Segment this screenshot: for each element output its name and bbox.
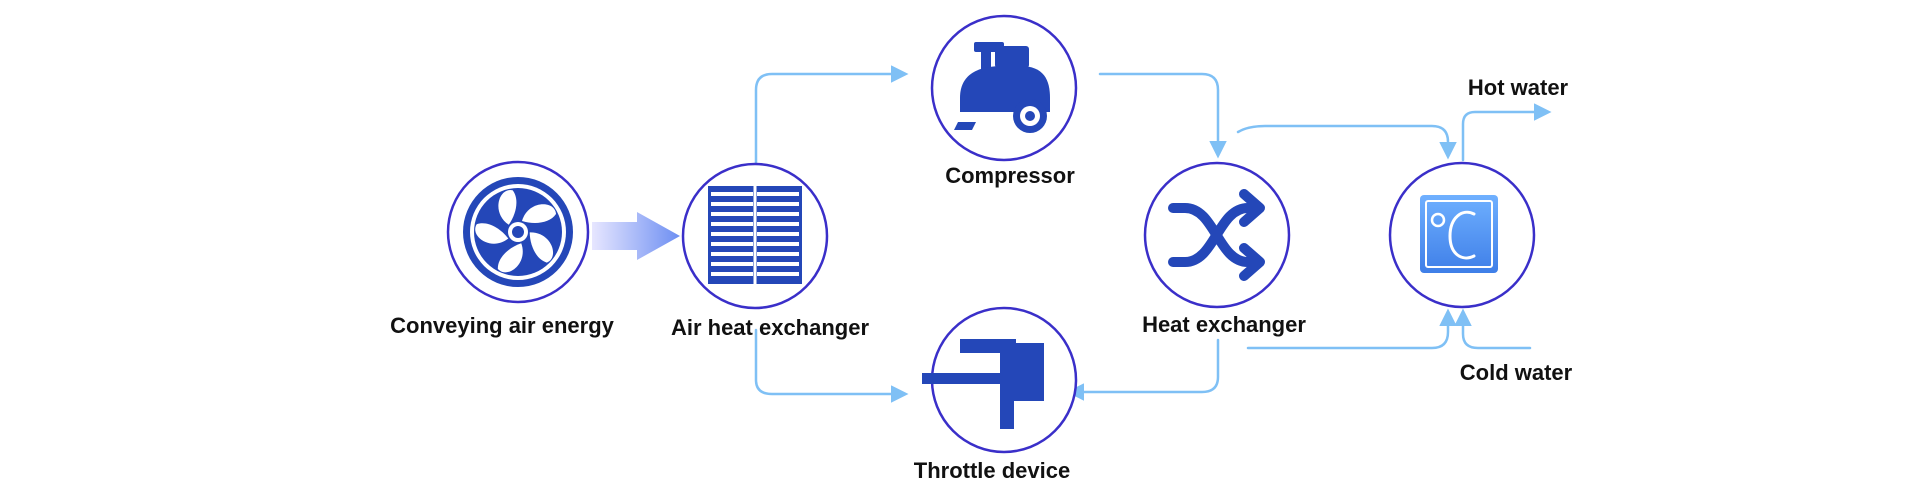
celsius-thermometer-icon [1420,195,1498,273]
node-label: Compressor [945,163,1075,188]
radiator-grille-icon [708,186,802,284]
fan-icon [463,177,573,287]
shuffle-arrows-icon [1168,189,1265,281]
air-flow-arrow [592,212,680,260]
pipe-hot-water-outlet [1461,103,1552,162]
pipe-air-exchanger-to-throttle [754,328,909,403]
node-label: Conveying air energy [390,313,615,338]
node-label: Throttle device [914,458,1070,483]
pipe-tank-to-heat-exchanger-bottom [1246,308,1457,350]
hot-water-label: Hot water [1468,75,1569,100]
pipe-air-exchanger-to-compressor [754,65,909,165]
pipe-heat-exchanger-to-throttle [1066,338,1220,401]
cold-water-label: Cold water [1460,360,1573,385]
pipe-heat-exchanger-to-tank-top [1236,124,1457,160]
node-label: Air heat exchanger [671,315,870,340]
throttle-valve-icon [922,339,1044,429]
node-water-tank [1388,161,1536,309]
flow-pipes [754,65,1552,403]
compressor-icon [954,42,1050,133]
pipe-compressor-to-heat-exchanger [1098,72,1227,159]
node-air-heat-exchanger: Air heat exchanger [671,162,870,340]
node-heat-exchanger: Heat exchanger [1142,161,1306,337]
pipe-cold-water-inlet [1454,308,1532,350]
node-conveying-air-energy: Conveying air energy [390,160,615,338]
node-compressor: Compressor [930,14,1078,188]
node-throttle-device: Throttle device [914,306,1078,483]
node-label: Heat exchanger [1142,312,1306,337]
